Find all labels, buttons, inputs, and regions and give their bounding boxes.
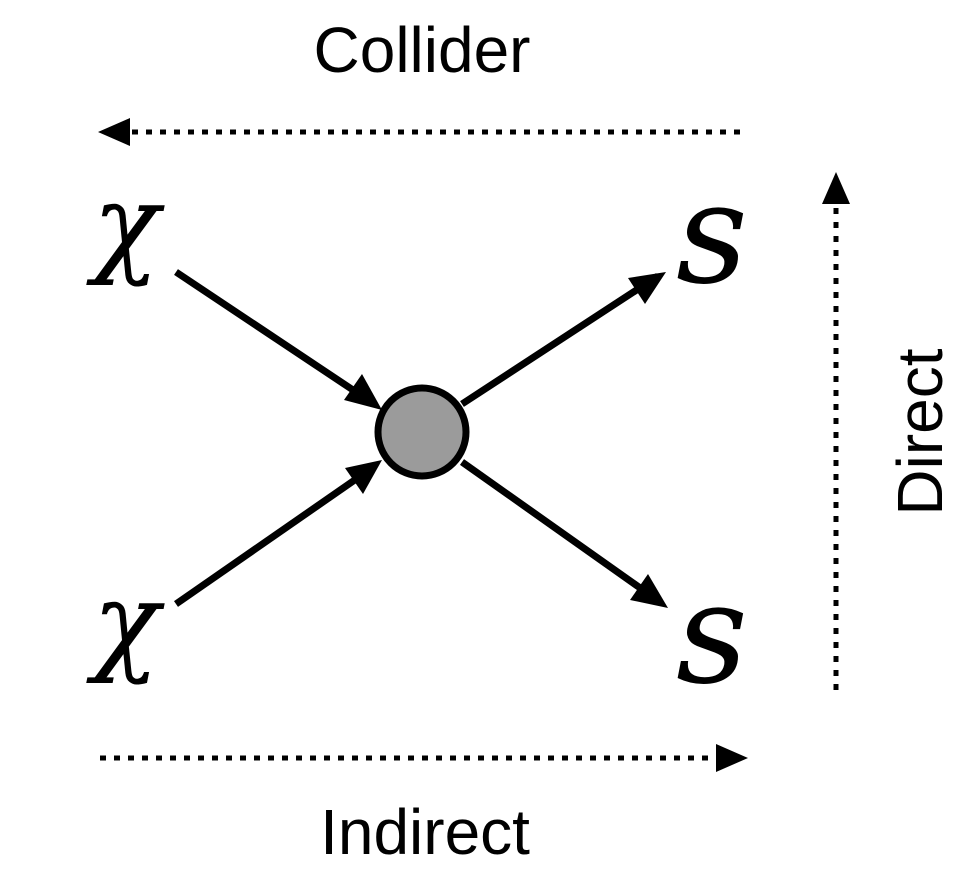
particle-s-top: s [676,153,748,316]
line-chi-top [174,269,376,407]
particle-lines [174,269,668,608]
collider-label: Collider [314,14,531,86]
indirect-label: Indirect [320,796,530,868]
indirect-arrow [100,744,748,772]
particle-s-bottom: s [676,553,748,716]
arrowhead-s-bottom [630,574,668,608]
arrowhead-s-top [628,272,666,304]
interaction-vertex [374,384,470,480]
arrowhead-chi-top [344,374,382,410]
line-s-top [460,273,660,407]
direct-label: Direct [884,348,956,515]
particle-chi-top: χ [86,160,166,288]
direct-arrow [822,172,850,690]
particle-chi-bottom: χ [86,558,166,686]
line-chi-bottom [174,465,374,607]
arrowhead-chi-bottom [345,460,382,494]
line-s-bottom [459,459,663,605]
collider-arrow [98,118,740,146]
